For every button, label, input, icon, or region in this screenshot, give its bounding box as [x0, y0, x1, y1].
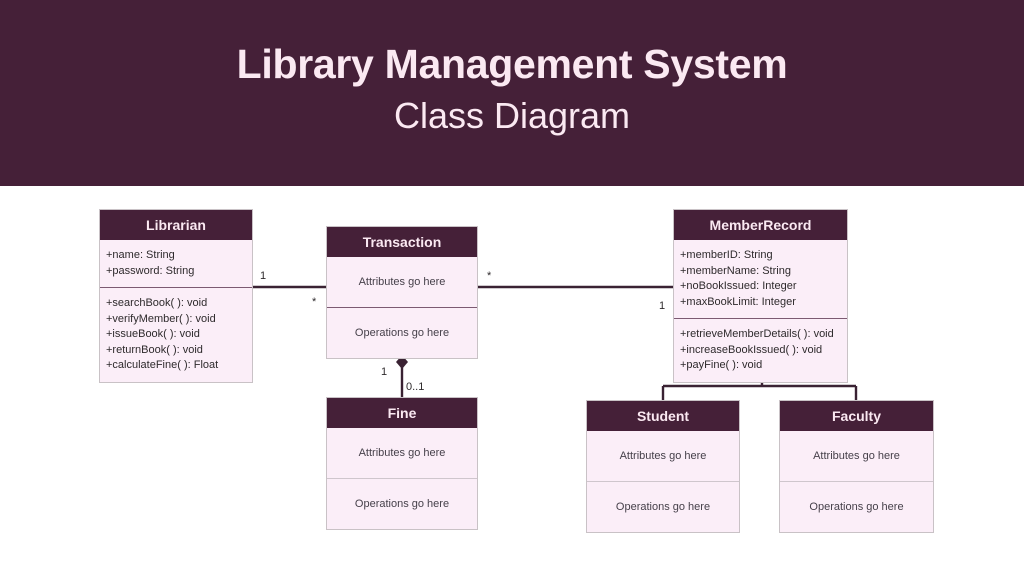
class-box-librarian[interactable]: Librarian +name: String +password: Strin… [99, 209, 253, 383]
attributes-compartment-fine: Attributes go here [358, 447, 446, 459]
attribute-item: +memberID: String [680, 249, 773, 261]
multiplicity-transaction-memberrecord-source: * [487, 270, 492, 282]
class-name-transaction: Transaction [327, 227, 477, 257]
class-name-librarian: Librarian [100, 210, 252, 240]
multiplicity-transaction-fine-target: 0..1 [406, 381, 425, 393]
multiplicity-librarian-transaction-source: 1 [260, 270, 267, 282]
operations-compartment-librarian: +searchBook( ): void +verifyMember( ): v… [100, 288, 252, 382]
attributes-compartment-transaction: Attributes go here [358, 276, 446, 288]
operation-item: +searchBook( ): void [106, 297, 208, 309]
multiplicity-transaction-fine-source: 1 [381, 366, 388, 378]
class-box-memberrecord[interactable]: MemberRecord +memberID: String +memberNa… [673, 209, 848, 383]
attribute-item: +maxBookLimit: Integer [680, 295, 796, 308]
compartment-divider [100, 287, 252, 288]
class-box-fine[interactable]: Fine Attributes go here Operations go he… [326, 397, 478, 530]
attribute-item: +memberName: String [680, 264, 791, 277]
class-name-fine: Fine [327, 398, 477, 428]
operations-compartment-fine: Operations go here [354, 498, 450, 510]
multiplicity-transaction-memberrecord-target: 1 [659, 300, 666, 312]
header-banner: Library Management System Class Diagram [0, 0, 1024, 186]
page-title: Library Management System [236, 41, 788, 87]
multiplicity-librarian-transaction-target: * [312, 296, 317, 308]
operation-item: +payFine( ): void [680, 359, 763, 371]
attributes-compartment-memberrecord: +memberID: String +memberName: String +n… [674, 240, 847, 318]
compartment-divider [780, 481, 933, 482]
operations-compartment-memberrecord: +retrieveMemberDetails( ): void +increas… [674, 319, 847, 382]
compartment-divider [674, 318, 847, 319]
attributes-compartment-student: Attributes go here [619, 450, 707, 462]
class-box-student[interactable]: Student Attributes go here Operations go… [586, 400, 740, 533]
operation-item: +issueBook( ): void [106, 328, 200, 340]
operations-compartment-faculty: Operations go here [809, 501, 904, 513]
compartment-divider [327, 478, 477, 479]
class-name-memberrecord: MemberRecord [674, 210, 847, 240]
class-box-transaction[interactable]: Transaction Attributes go here Operation… [326, 226, 478, 359]
operation-item: +verifyMember( ): void [106, 312, 216, 325]
class-diagram-canvas: 1 * * 1 1 0..1 Librarian +name: String +… [0, 186, 1024, 576]
attribute-item: +password: String [106, 264, 195, 277]
operation-item: +increaseBookIssued( ): void [680, 343, 823, 356]
attribute-item: +name: String [106, 249, 175, 261]
operation-item: +retrieveMemberDetails( ): void [680, 328, 834, 340]
operations-compartment-student: Operations go here [615, 501, 711, 513]
compartment-divider [327, 307, 477, 308]
page-subtitle: Class Diagram [393, 95, 631, 136]
operation-item: +returnBook( ): void [106, 343, 203, 356]
attribute-item: +noBookIssued: Integer [680, 280, 797, 292]
attributes-compartment-librarian: +name: String +password: String [100, 240, 252, 287]
operations-compartment-transaction: Operations go here [354, 327, 450, 339]
attributes-compartment-faculty: Attributes go here [813, 450, 900, 462]
compartment-divider [587, 481, 739, 482]
class-name-student: Student [587, 401, 739, 431]
class-box-faculty[interactable]: Faculty Attributes go here Operations go… [779, 400, 934, 533]
operation-item: +calculateFine( ): Float [106, 359, 219, 371]
class-name-faculty: Faculty [780, 401, 933, 431]
